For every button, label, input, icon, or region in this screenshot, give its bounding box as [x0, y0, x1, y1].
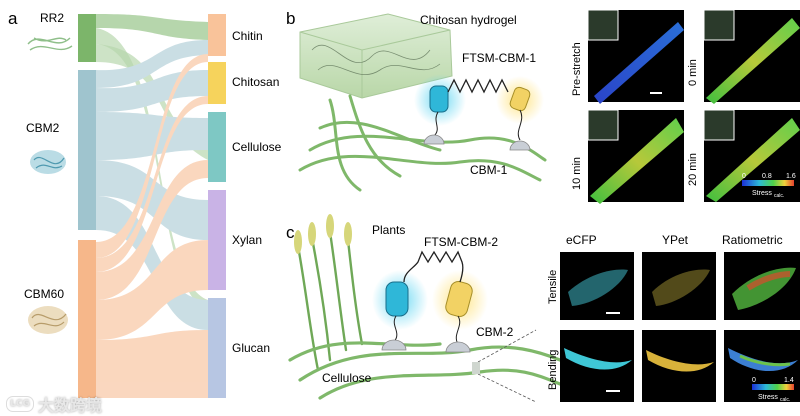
panel-c-letter: c: [286, 223, 295, 242]
sensor-label-b: FTSM-CBM-1: [462, 51, 536, 65]
channel-label-ypet: YPet: [662, 233, 689, 247]
micrograph-label-20-min: 20 min: [687, 153, 699, 186]
watermark-text: 大数跨境: [38, 392, 102, 416]
node-cbm60: [78, 240, 96, 398]
channel-label-ratiometric: Ratiometric: [722, 233, 783, 247]
colorbar-c-tick-1: 1.4: [784, 377, 794, 384]
node-chitosan: [208, 62, 226, 104]
node-chitin: [208, 14, 226, 56]
watermark-badge: LCG: [6, 396, 34, 412]
watermark: LCG 大数跨境: [6, 392, 102, 416]
sensor-label-c: FTSM-CBM-2: [424, 235, 498, 249]
target-label-chitin: Chitin: [232, 29, 263, 43]
fluorophore-blue-c-icon: [386, 282, 408, 316]
micrograph-label-0-min: 0 min: [687, 59, 699, 86]
target-label-chitosan: Chitosan: [232, 75, 279, 89]
source-label-cbm2: CBM2: [26, 121, 60, 135]
cbm-dome-c-right-icon: [446, 342, 470, 352]
colorbar-c-label: Stress: [758, 394, 778, 401]
colorbar-c-tick-0: 0: [752, 377, 756, 384]
row-label-bending: Bending: [547, 350, 559, 390]
colorbar-b-tick-1: 0.8: [762, 173, 772, 180]
image-bending-ecfp: [560, 330, 634, 402]
binder-label-c: CBM-2: [476, 325, 514, 339]
micrograph-pre-stretch: [588, 10, 684, 104]
micrograph-10-min: [588, 110, 684, 204]
plants-label: Plants: [372, 223, 405, 237]
panel-a: a RR2 CBM2 CBM60: [8, 9, 282, 398]
panel-c: c Plants: [286, 214, 800, 403]
panel-b-letter: b: [286, 9, 295, 28]
zoom-callout: [478, 330, 536, 402]
cbm-dome-c-left-icon: [382, 340, 406, 350]
target-label-xylan: Xylan: [232, 233, 262, 247]
colorbar-b-label: Stress: [752, 190, 772, 197]
colorbar-b-sub: calc.: [774, 193, 784, 199]
image-bending-ratiometric: [724, 330, 800, 402]
target-label-glucan: Glucan: [232, 341, 270, 355]
node-xylan: [208, 190, 226, 290]
micrograph-label-10-min: 10 min: [571, 157, 583, 190]
cbm-dome-b-left-icon: [424, 135, 444, 144]
channel-label-ecfp: eCFP: [566, 233, 597, 247]
image-tensile-ratiometric: [724, 252, 800, 320]
zoom-box: [472, 362, 480, 374]
source-label-cbm60: CBM60: [24, 287, 64, 301]
node-rr2: [78, 14, 96, 62]
micrograph-label-pre-stretch: Pre-stretch: [571, 42, 583, 96]
fluorophore-blue-b-icon: [430, 86, 448, 112]
colorbar-b-tick-0: 0: [742, 173, 746, 180]
node-cbm2: [78, 70, 96, 230]
image-bending-ypet: [642, 330, 716, 402]
substrate-label-c: Cellulose: [322, 371, 372, 385]
protein-structure-cbm2-icon: [30, 150, 66, 174]
sankey-flows: [96, 14, 208, 398]
colorbar-b: [742, 180, 794, 186]
binder-label-b: CBM-1: [470, 163, 508, 177]
target-label-cellulose: Cellulose: [232, 140, 282, 154]
image-tensile-ypet: [642, 252, 716, 320]
micrograph-20-min: [704, 110, 800, 202]
image-tensile-ecfp: [560, 252, 634, 320]
hydrogel-label: Chitosan hydrogel: [420, 13, 517, 27]
micrograph-0-min: [704, 10, 800, 104]
row-label-tensile: Tensile: [547, 270, 559, 304]
node-cellulose: [208, 112, 226, 182]
protein-structure-rr2-icon: [28, 38, 72, 50]
panel-a-letter: a: [8, 9, 18, 28]
node-glucan: [208, 298, 226, 398]
flow-cbm60-glucan: [96, 330, 208, 398]
flow-cbm2-cellulose: [96, 112, 208, 160]
colorbar-c-sub: calc.: [780, 397, 790, 403]
colorbar-c: [752, 384, 794, 390]
colorbar-b-tick-2: 1.6: [786, 173, 796, 180]
panel-b: b Chitosan hydrogel FT: [286, 9, 800, 204]
source-label-rr2: RR2: [40, 11, 64, 25]
protein-structure-cbm60-icon: [28, 306, 68, 334]
